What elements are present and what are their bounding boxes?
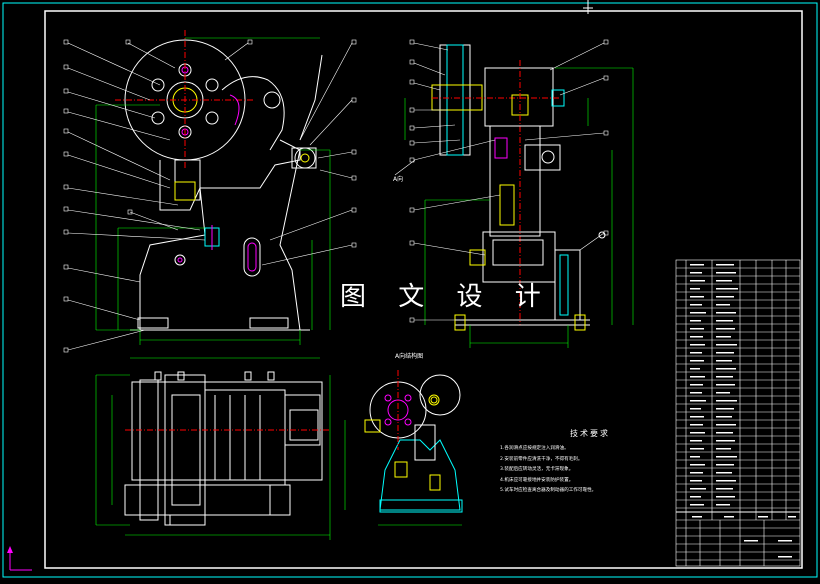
- view-a-dimensions: [344, 420, 462, 526]
- side-view-dimensions: [404, 67, 634, 348]
- top-view: [124, 371, 330, 526]
- side-view-leaders: [413, 42, 605, 321]
- front-view-leaders: [67, 42, 353, 351]
- side-view: [431, 44, 606, 331]
- view-a-label: A向: [393, 175, 403, 183]
- technical-requirement-item: 1.各润滑点应按规定注入润滑油。: [500, 446, 569, 451]
- parts-list-entries: [690, 264, 796, 558]
- technical-requirements-title: 技术要求: [570, 429, 610, 438]
- front-view-dimensions: [95, 37, 331, 345]
- view-a-arrow: [394, 159, 416, 176]
- ucs-icon: [7, 546, 32, 571]
- technical-requirement-item: 2.安装前零件应清洗干净，不得有毛刺。: [500, 456, 583, 462]
- view-a-structure-label: A向结构图: [395, 352, 423, 360]
- technical-requirement-item: 4.机床应可靠接地并安装防护装置。: [500, 477, 574, 483]
- technical-requirement-item: 3.装配后应转动灵活，无卡滞现象。: [500, 467, 574, 472]
- technical-requirement-item: 5.试车时应检查离合器及制动器的工作可靠性。: [500, 488, 597, 493]
- view-a-structure: [364, 370, 463, 513]
- technical-requirements-list: 1.各润滑点应按规定注入润滑油。 2.安装前零件应清洗干净，不得有毛刺。 3.装…: [500, 444, 596, 497]
- parts-list: [675, 259, 801, 567]
- watermark-text: 图 文 设 计: [340, 282, 553, 312]
- front-view-balloons: [63, 39, 357, 353]
- front-view: [115, 30, 323, 331]
- top-view-dimensions: [95, 357, 331, 540]
- drawing-border: [44, 10, 803, 569]
